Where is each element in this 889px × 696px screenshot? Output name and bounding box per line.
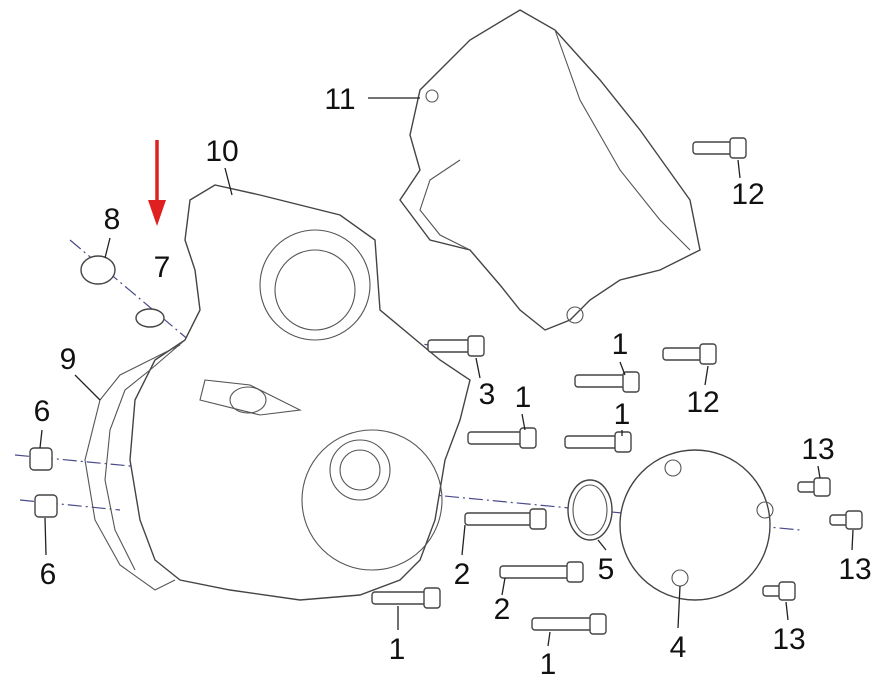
center-axis-lower: [19, 499, 121, 511]
callout-2: 2: [493, 593, 511, 626]
o-ring-large: [567, 479, 613, 541]
plug: [80, 255, 116, 285]
callout-1: 1: [514, 381, 532, 414]
gasket: [84, 344, 181, 591]
callout-1: 1: [539, 648, 557, 681]
callout-10: 10: [205, 135, 239, 168]
callout-13: 13: [801, 433, 835, 466]
callout-12: 12: [686, 386, 720, 419]
dowel-pin: [34, 494, 58, 518]
dowel-pin: [29, 447, 53, 471]
callout-1: 1: [611, 328, 629, 361]
callout-2: 2: [453, 558, 471, 591]
callout-6: 6: [33, 395, 51, 428]
callout-3: 3: [478, 378, 496, 411]
inspection-cover: [619, 449, 771, 601]
callout-1: 1: [388, 633, 406, 666]
sprocket-cover: [399, 9, 701, 331]
center-axis-diagonal: [69, 239, 261, 401]
bolts: [371, 137, 863, 635]
callout-6: 6: [39, 558, 57, 591]
callout-5: 5: [597, 553, 615, 586]
crankcase-cover: [129, 184, 471, 601]
callout-7: 7: [153, 251, 171, 284]
callout-4: 4: [669, 631, 687, 664]
callout-1: 1: [613, 398, 631, 431]
callout-12: 12: [731, 178, 765, 211]
callout-13: 13: [772, 623, 806, 656]
callout-13: 13: [838, 553, 872, 586]
callout-8: 8: [103, 203, 121, 236]
leader-lines: [39, 97, 854, 647]
o-ring-small: [135, 308, 165, 328]
callout-11: 11: [324, 83, 356, 116]
callout-9: 9: [59, 343, 77, 376]
red-arrow-indicator: [148, 140, 166, 226]
